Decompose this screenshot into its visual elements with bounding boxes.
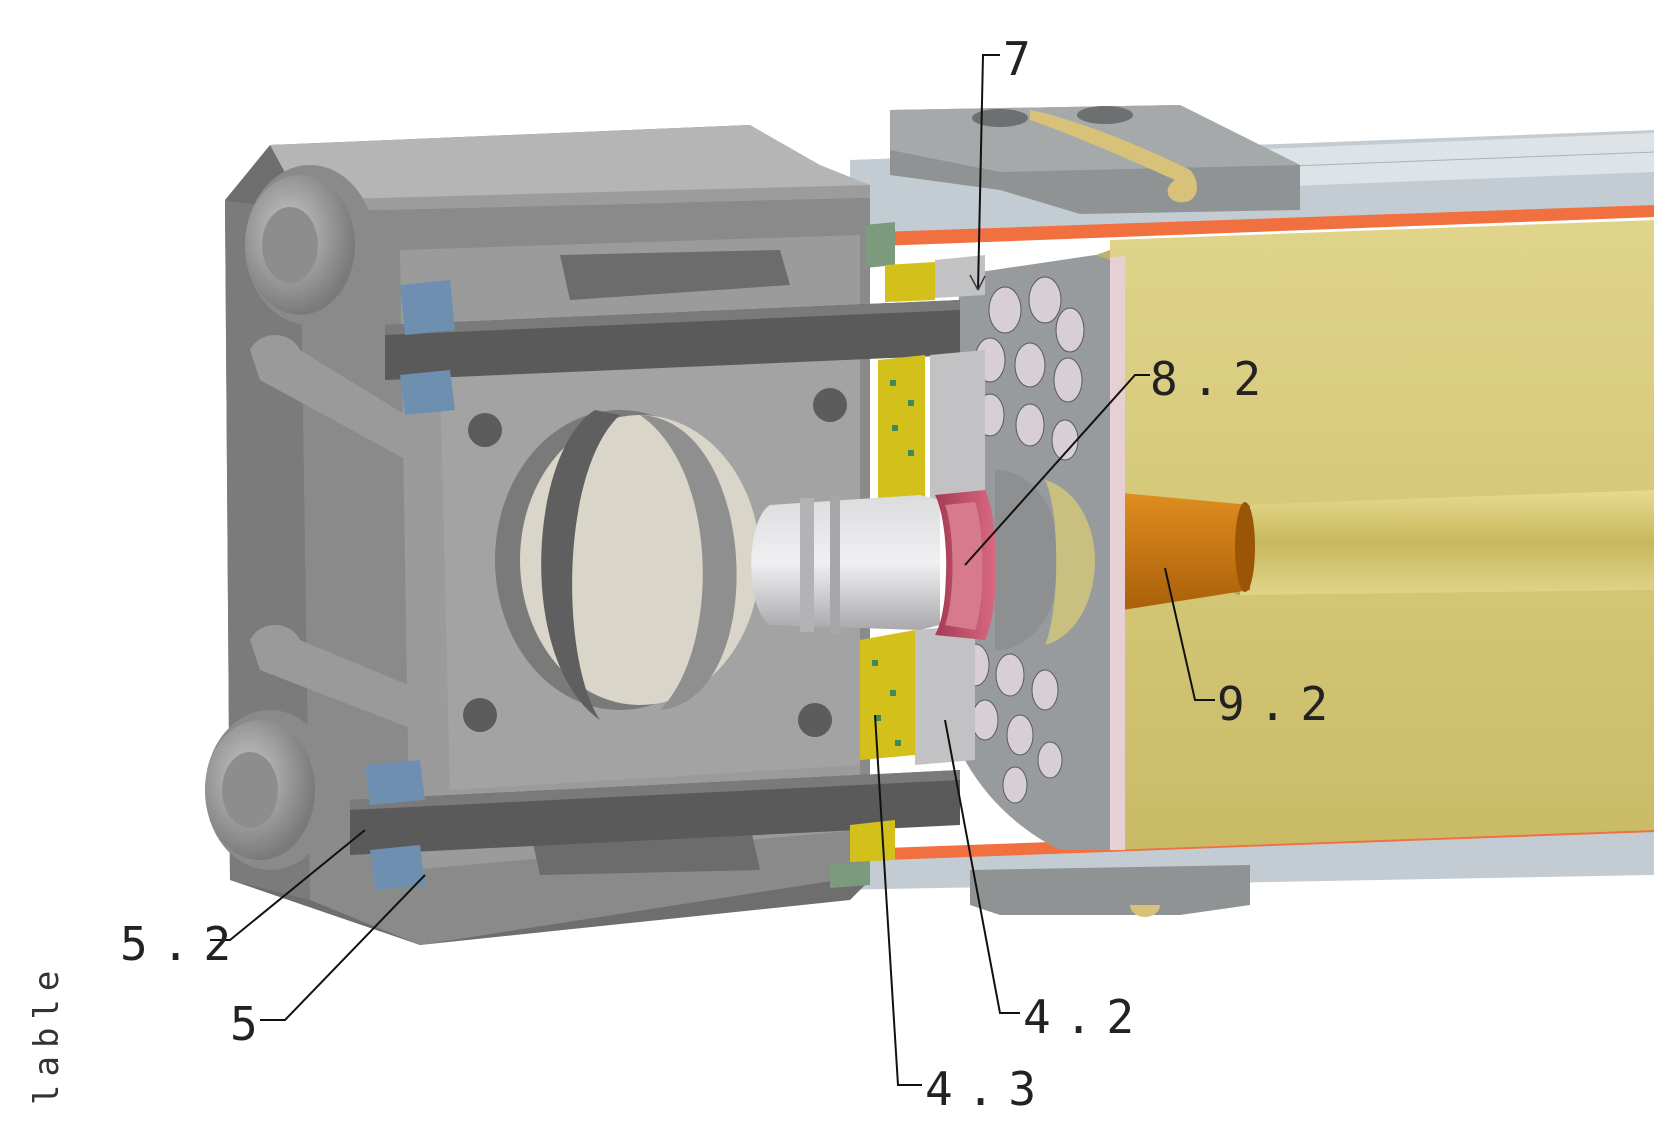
callout-labels: 7 8.2 9.2 5.2 5 4.2 4.3 — [120, 32, 1342, 1116]
callout-4-2: 4.2 — [1023, 990, 1148, 1044]
clamp-bracket-bottom — [970, 865, 1250, 917]
side-label: lable — [27, 963, 67, 1105]
piston-disc — [995, 470, 1095, 650]
callout-5-2: 5.2 — [120, 917, 245, 971]
tube-seals-green — [830, 222, 895, 888]
callout-9-2: 9.2 — [1217, 677, 1342, 731]
callout-7: 7 — [1003, 32, 1045, 86]
callout-8-2: 8.2 — [1150, 352, 1275, 406]
callout-4-3: 4.3 — [925, 1062, 1050, 1116]
leader-lines — [210, 54, 1215, 1086]
callout-5: 5 — [230, 997, 272, 1051]
cap-nut-bottom — [205, 710, 335, 870]
tie-rod-seals-blue — [365, 280, 455, 890]
piston-plate — [915, 255, 985, 765]
clamp-bracket-top — [890, 105, 1300, 214]
cap-nut-top — [245, 165, 375, 325]
bushing-shaft — [751, 495, 940, 634]
tie-rods — [350, 300, 960, 855]
